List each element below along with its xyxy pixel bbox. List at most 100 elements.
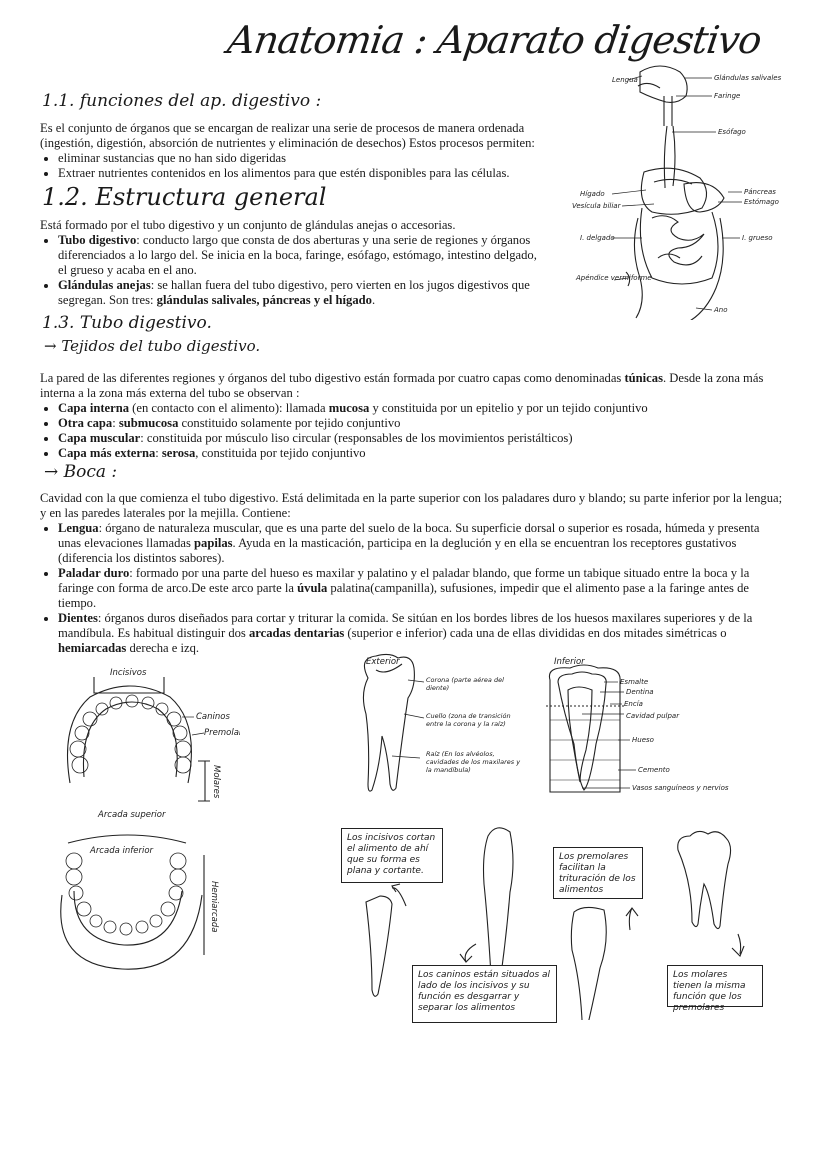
label-higado: Hígado <box>580 190 605 198</box>
label-delgado: I. delgado <box>580 234 615 242</box>
list-item: Otra capa: submucosa constituido solamen… <box>58 416 785 431</box>
text: derecha e izq. <box>126 641 200 655</box>
label-cuello: Cuello (zona de transición entre la coro… <box>426 712 511 728</box>
label-estomago: Estómago <box>744 198 779 206</box>
text: . Ayuda en la masticación, participa en … <box>58 536 737 565</box>
label-hemiarcada: Hemiarcada <box>209 881 219 932</box>
label-premolares: Premolares <box>204 728 240 738</box>
term: hemiarcadas <box>58 641 127 655</box>
label-exterior: Exterior <box>366 657 400 667</box>
heading-1-1: 1.1. funciones del ap. digestivo : <box>42 91 322 111</box>
text: : <box>155 446 162 460</box>
label-grueso: I. grueso <box>742 234 773 242</box>
caninos-note-box: Los caninos están situados al lado de lo… <box>412 965 557 1023</box>
list-item: Lengua: órgano de naturaleza muscular, q… <box>58 521 785 566</box>
section-1-1-text: Es el conjunto de órganos que se encarga… <box>40 121 535 150</box>
section-1-1-body: Es el conjunto de órganos que se encarga… <box>40 121 570 181</box>
label-raiz: Raíz (En los alvéolos, cavidades de los … <box>426 750 521 774</box>
list-item: Capa interna (en contacto con el aliment… <box>58 401 785 416</box>
section-boca-text: Cavidad con la que comienza el tubo dige… <box>40 491 783 520</box>
digestive-system-figure: Lengua Glándulas salivales Faringe Esófa… <box>572 65 782 320</box>
label-arcada-superior: Arcada superior <box>97 810 166 820</box>
list-item: Paladar duro: formado por una parte del … <box>58 566 785 611</box>
section-1-2-text: Está formado por el tubo digestivo y un … <box>40 218 456 232</box>
label-faringe: Faringe <box>714 92 740 100</box>
section-boca-body: Cavidad con la que comienza el tubo dige… <box>40 491 785 656</box>
heading-1-3: 1.3. Tubo digestivo. <box>42 313 212 333</box>
heading-boca: → Boca : <box>44 462 118 482</box>
label-esmalte: Esmalte <box>620 678 648 686</box>
term: Tubo digestivo <box>58 233 137 247</box>
text: constituido solamente por tejido conjunt… <box>178 416 401 430</box>
text: : constituida por músculo liso circular … <box>140 431 573 445</box>
tooth-structure-figure: Exterior Corona (parte aérea del diente)… <box>362 653 729 793</box>
text: . Desde la zona más interna a la zona má… <box>40 371 764 400</box>
text: , constituida por tejido conjuntivo <box>195 446 366 460</box>
label-vesicula: Vesícula biliar <box>572 202 622 210</box>
list-item: Dientes: órganos duros diseñados para co… <box>58 611 785 656</box>
definition: : conducto largo que consta de dos abert… <box>58 233 537 277</box>
term: Dientes <box>58 611 98 625</box>
premolares-note-box: Los premolares facilitan la trituración … <box>553 847 643 899</box>
incisivos-note-box: Los incisivos cortan el alimento de ahí … <box>341 828 443 883</box>
label-glandulas: Glándulas salivales <box>714 74 782 82</box>
label-ano: Ano <box>713 306 728 314</box>
term: serosa <box>161 446 196 460</box>
term: úvula <box>297 581 328 595</box>
list-item: Extraer nutrientes contenidos en los ali… <box>58 166 570 181</box>
term: glándulas salivales, páncreas y el hígad… <box>156 293 372 307</box>
list-item: Tubo digestivo: conducto largo que const… <box>58 233 540 278</box>
tooth-types-figure <box>365 827 745 1020</box>
section-1-3-body: La pared de las diferentes regiones y ór… <box>40 371 785 461</box>
text: (en contacto con el alimento): llamada <box>129 401 329 415</box>
text: palatina(campanilla), sufusiones, impedi… <box>58 581 749 610</box>
definition: : se hallan fuera del tubo digestivo, pe… <box>58 278 530 307</box>
text: : formado por una parte del hueso es max… <box>58 566 750 595</box>
label-cemento: Cemento <box>638 766 670 774</box>
label-esofago: Esófago <box>718 128 746 136</box>
label-vasos: Vasos sanguíneos y nervios <box>632 784 729 792</box>
dental-arcades-figure: Incisivos Caninos Premolares Molares Arc… <box>60 668 240 970</box>
section-1-3-text: La pared de las diferentes regiones y ór… <box>40 371 785 401</box>
label-encia: Encía <box>624 700 643 708</box>
term: mucosa <box>328 401 370 415</box>
term: Capa interna <box>58 401 130 415</box>
section-1-2-body: Está formado por el tubo digestivo y un … <box>40 218 540 308</box>
text: : órgano de naturaleza muscular, que es … <box>58 521 760 550</box>
term: Capa más externa <box>58 446 156 460</box>
heading-1-2: 1.2. Estructura general <box>42 183 327 211</box>
term: papilas <box>194 536 233 550</box>
label-caninos: Caninos <box>196 712 230 722</box>
text: y constituida por un epitelio y por un t… <box>369 401 648 415</box>
tooth-exterior-labels: Corona (parte aérea del diente) Cuello (… <box>426 676 521 774</box>
term: Paladar duro <box>58 566 130 580</box>
label-hueso: Hueso <box>632 736 654 744</box>
subheading-tejidos: → Tejidos del tubo digestivo. <box>44 337 261 355</box>
term: submucosa <box>118 416 179 430</box>
term: arcadas dentarias <box>249 626 345 640</box>
term: Otra capa <box>58 416 113 430</box>
label-molares: Molares <box>211 765 221 799</box>
label-arcada-inferior: Arcada inferior <box>89 846 154 856</box>
term: Capa muscular <box>58 431 141 445</box>
list-item: Glándulas anejas: se hallan fuera del tu… <box>58 278 540 308</box>
list-item: Capa muscular: constituida por músculo l… <box>58 431 785 446</box>
text: La pared de las diferentes regiones y ór… <box>40 371 625 385</box>
label-dentina: Dentina <box>626 688 654 696</box>
list-item: eliminar sustancias que no han sido dige… <box>58 151 570 166</box>
label-pancreas: Páncreas <box>744 188 776 196</box>
definition: . <box>371 293 376 307</box>
term: Glándulas anejas <box>58 278 151 292</box>
label-interior: Inferior <box>554 657 585 667</box>
term: túnicas <box>624 371 663 385</box>
text: (superior e inferior) cada una de ellas … <box>344 626 727 640</box>
label-corona: Corona (parte aérea del diente) <box>426 676 504 692</box>
label-apendice: Apéndice vermiforme <box>575 274 652 282</box>
label-cavidad: Cavidad pulpar <box>626 712 680 720</box>
term: Lengua <box>58 521 99 535</box>
text: : órganos duros diseñados para cortar y … <box>58 611 753 640</box>
list-item: Capa más externa: serosa, constituida po… <box>58 446 785 461</box>
text: : <box>112 416 119 430</box>
label-lengua: Lengua <box>612 76 638 84</box>
molares-note-box: Los molares tienen la misma función que … <box>667 965 763 1013</box>
